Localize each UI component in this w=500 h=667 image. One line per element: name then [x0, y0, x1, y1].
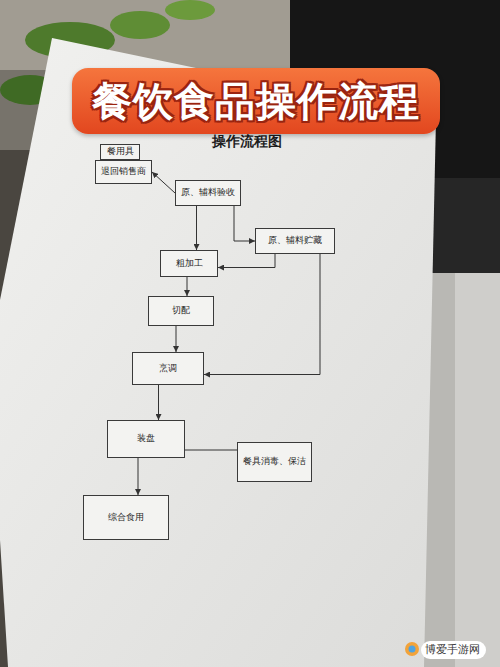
paper-stack [420, 273, 500, 667]
box-text: 原、辅料贮藏 [268, 236, 322, 246]
watermark-logo [409, 646, 416, 653]
process-box: 装盘 [107, 420, 185, 458]
flow-arrow [187, 277, 188, 296]
flow-arrow [185, 450, 237, 451]
watermark-logo [405, 642, 419, 656]
flow-arrow [234, 206, 255, 241]
title-text: 餐饮食品操作流程 [92, 74, 420, 129]
flow-arrow [158, 385, 159, 420]
process-box: 粗加工 [160, 250, 218, 277]
box-text: 粗加工 [176, 259, 203, 269]
flow-arrow [218, 254, 275, 268]
box-text: 烹调 [159, 364, 177, 374]
process-box: 原、辅料贮藏 [255, 228, 335, 254]
sheet-heading: 操作流程图 [212, 134, 282, 149]
process-box: 退回销售商 [95, 160, 152, 184]
flow-arrow [204, 254, 320, 375]
watermark: 博爱手游网 [421, 641, 486, 659]
process-box: 综合食用 [83, 495, 169, 540]
box-text: 退回销售商 [101, 167, 146, 177]
process-box: 原、辅料验收 [175, 180, 241, 206]
process-box: 切配 [148, 296, 214, 326]
paper-stack [455, 273, 500, 667]
box-text: 原、辅料验收 [181, 188, 235, 198]
box-text: 综合食用 [108, 513, 144, 523]
flow-arrow [138, 458, 139, 495]
process-box: 烹调 [132, 352, 204, 385]
plant-leaf [165, 0, 215, 20]
plant-leaf [110, 11, 170, 39]
box-text: 装盘 [137, 434, 155, 444]
flow-arrow [196, 206, 197, 250]
box-text: 餐具消毒、保洁 [243, 457, 306, 467]
flow-arrow [176, 326, 177, 352]
box-text: 切配 [172, 306, 190, 316]
process-box: 餐用具 [100, 144, 140, 160]
box-text: 餐用具 [107, 147, 134, 157]
process-box: 餐具消毒、保洁 [237, 442, 312, 482]
flow-arrow [152, 172, 175, 193]
title-banner: 餐饮食品操作流程 [72, 68, 440, 134]
